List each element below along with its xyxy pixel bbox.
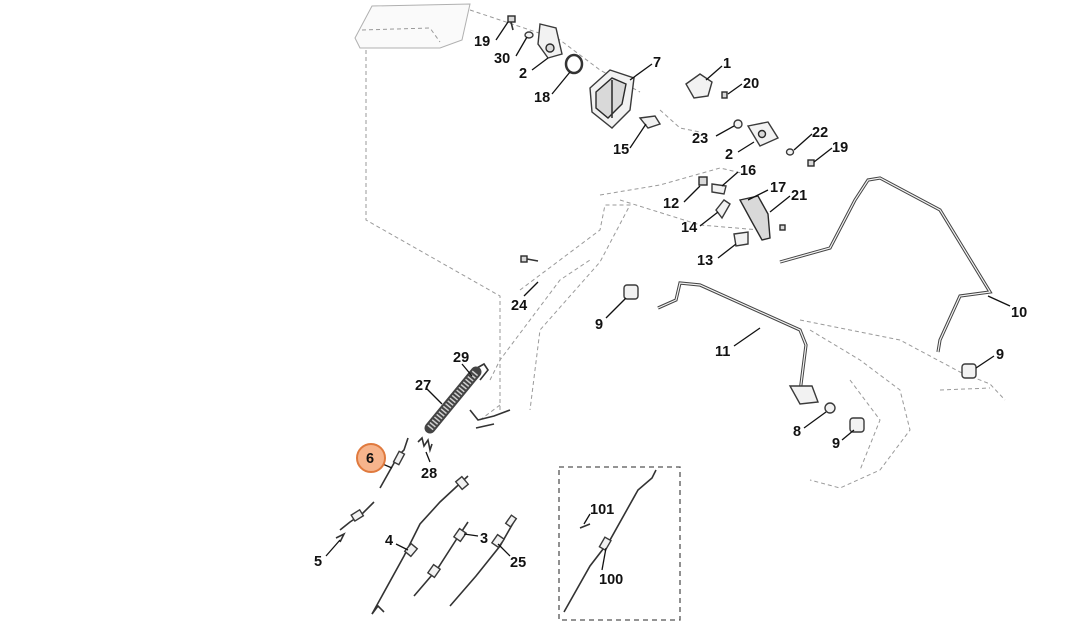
ghost-housing: [354, 3, 1006, 489]
part-28-spring: [417, 436, 433, 454]
callout-2[interactable]: 2: [519, 66, 527, 82]
callout-4[interactable]: 4: [385, 533, 393, 549]
part-14-pin: [715, 199, 731, 220]
part-4-cable: [371, 409, 511, 615]
callout-22[interactable]: 22: [812, 125, 828, 141]
part-17-lever: [738, 195, 771, 241]
callout-6[interactable]: 6: [366, 451, 374, 467]
part-9-grommet-c: [849, 417, 865, 433]
callout-7[interactable]: 7: [653, 55, 661, 71]
callout-9b[interactable]: 9: [996, 347, 1004, 363]
callout-8[interactable]: 8: [793, 424, 801, 440]
part-24-screw: [520, 255, 539, 263]
part-22-washer: [785, 148, 795, 156]
part-12-nut: [698, 176, 708, 186]
part-2-bracket-left: [537, 23, 563, 59]
part-5-cable-end: [335, 501, 375, 543]
part-13-clip: [733, 231, 749, 247]
callout-20[interactable]: 20: [743, 76, 759, 92]
callout-15[interactable]: 15: [613, 142, 629, 158]
linkage-rod-11: [657, 281, 819, 405]
part-1-knob: [685, 73, 713, 99]
part-21-screw: [779, 224, 786, 231]
callout-27[interactable]: 27: [415, 378, 431, 394]
part-8-bushing: [824, 402, 836, 414]
part-23-washer: [733, 119, 743, 129]
callout-10[interactable]: 10: [1011, 305, 1027, 321]
callout-101[interactable]: 101: [590, 502, 614, 518]
callout-9c[interactable]: 9: [832, 436, 840, 452]
callout-28[interactable]: 28: [421, 466, 437, 482]
callout-12[interactable]: 12: [663, 196, 679, 212]
callout-9a[interactable]: 9: [595, 317, 603, 333]
callout-11[interactable]: 11: [715, 344, 730, 360]
callout-1[interactable]: 1: [723, 56, 731, 72]
part-6-cable: [379, 437, 409, 489]
part-20-screw: [721, 91, 728, 99]
callout-5[interactable]: 5: [314, 554, 322, 570]
callout-19[interactable]: 19: [474, 34, 490, 50]
callout-25[interactable]: 25: [510, 555, 526, 571]
callout-labels: 19 30 2 18 7 15 1 20 23 2 22 19 16 12 17…: [314, 34, 1027, 588]
part-18-ring: [564, 53, 584, 75]
callout-23[interactable]: 23: [692, 131, 708, 147]
part-2-bracket-right: [746, 121, 780, 147]
callout-16[interactable]: 16: [740, 163, 756, 179]
part-27-spring: [424, 366, 482, 434]
callout-19b[interactable]: 19: [832, 140, 848, 156]
callout-2b[interactable]: 2: [725, 147, 733, 163]
part-7-control-housing: [589, 69, 635, 129]
leader-lines: [325, 21, 1011, 571]
callout-21[interactable]: 21: [791, 188, 807, 204]
part-25-cable: [449, 514, 518, 607]
part-15-clip: [638, 115, 662, 129]
callout-17[interactable]: 17: [770, 180, 786, 196]
callout-30[interactable]: 30: [494, 51, 510, 67]
part-16-bracket: [711, 183, 727, 195]
part-3-cable: [413, 521, 469, 597]
handle-bar-10: [779, 176, 993, 353]
part-9-grommet-b: [961, 363, 977, 379]
detail-box: [558, 466, 681, 621]
part-9-grommet-a: [623, 284, 639, 300]
callout-18[interactable]: 18: [534, 90, 550, 106]
callout-100[interactable]: 100: [599, 572, 623, 588]
part-30-washer: [524, 31, 534, 39]
callout-3[interactable]: 3: [480, 531, 488, 547]
callout-13[interactable]: 13: [697, 253, 713, 269]
highlight-marker-part-6[interactable]: [356, 443, 386, 473]
callout-24[interactable]: 24: [511, 298, 527, 314]
part-19-screw-right: [807, 159, 815, 167]
part-19-screw: [507, 15, 516, 31]
callout-29[interactable]: 29: [453, 350, 469, 366]
callout-14[interactable]: 14: [681, 220, 697, 236]
